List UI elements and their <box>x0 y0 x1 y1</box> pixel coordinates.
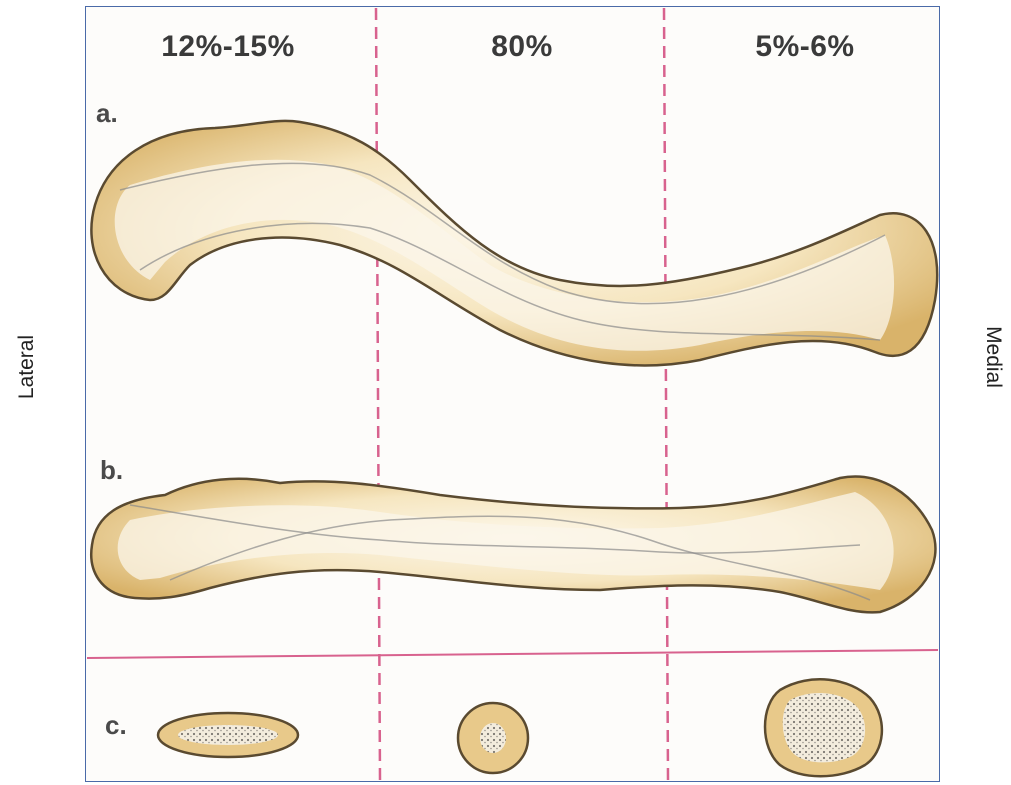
view-a-label: a. <box>96 98 118 129</box>
medial-percentage: 5%-6% <box>675 30 935 64</box>
middle-percentage: 80% <box>392 30 652 64</box>
cross-section-middle <box>458 703 528 773</box>
clavicle-view-b <box>91 477 935 613</box>
cross-section-divider <box>87 650 938 658</box>
lateral-percentage: 12%-15% <box>98 30 358 64</box>
cross-section-lateral <box>158 713 298 757</box>
cross-section-medial <box>765 679 882 776</box>
lateral-label: Lateral <box>15 317 39 417</box>
clavicle-view-a <box>91 121 937 366</box>
lateral-middle-divider <box>376 8 380 780</box>
middle-medial-divider <box>664 8 668 780</box>
medial-label: Medial <box>981 307 1005 407</box>
view-b-label: b. <box>100 455 123 486</box>
view-c-label: c. <box>105 710 127 741</box>
